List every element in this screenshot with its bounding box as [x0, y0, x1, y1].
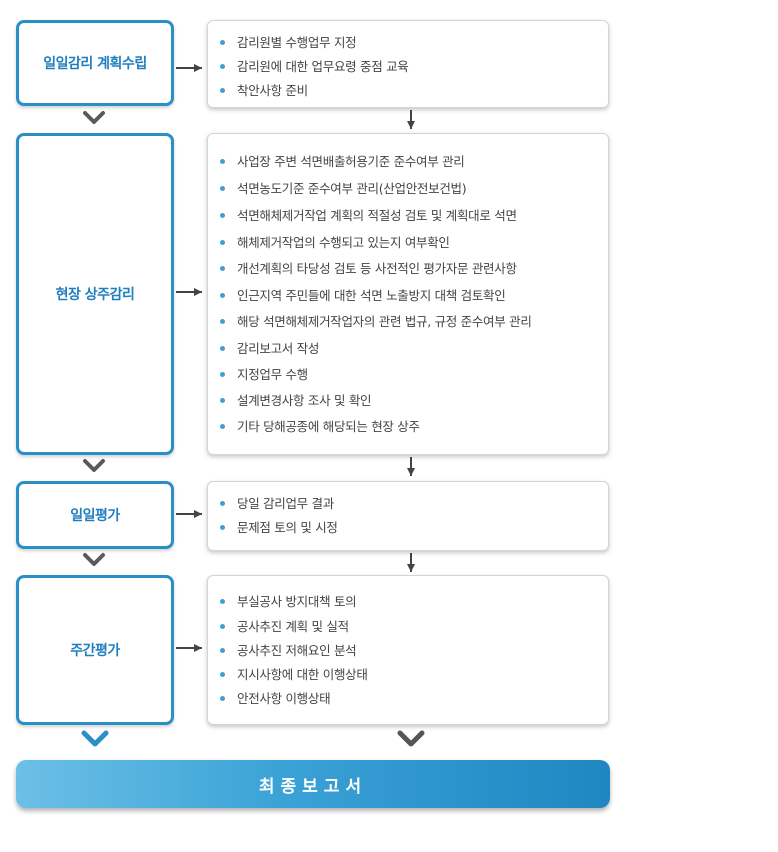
- bullet-icon: [220, 648, 225, 653]
- list-item: 공사추진 저해요인 분석: [220, 643, 357, 659]
- stage-label: 일일감리 계획수립: [43, 56, 147, 72]
- list-item: 석면농도기준 준수여부 관리(산업안전보건법): [220, 181, 467, 197]
- list-item: 사업장 주변 석면배출허용기준 준수여부 관리: [220, 154, 465, 170]
- bullet-icon: [220, 64, 225, 69]
- bullet-icon: [220, 424, 225, 429]
- list-item: 해체제거작업의 수행되고 있는지 여부확인: [220, 235, 450, 251]
- list-item: 착안사항 준비: [220, 83, 308, 99]
- list-item: 안전사항 이행상태: [220, 691, 331, 707]
- bullet-icon: [220, 599, 225, 604]
- bullet-icon: [220, 624, 225, 629]
- stage-box-daily-plan: 일일감리 계획수립: [16, 20, 174, 106]
- bullet-icon: [220, 501, 225, 506]
- list-item: 감리원에 대한 업무요령 중점 교육: [220, 59, 409, 75]
- stage-box-weekly-evaluation: 주간평가: [16, 575, 174, 725]
- list-item: 감리원별 수행업무 지정: [220, 35, 357, 51]
- list-item: 당일 감리업무 결과: [220, 496, 334, 512]
- list-item: 공사추진 계획 및 실적: [220, 619, 349, 635]
- final-report-box: 최종보고서: [16, 760, 610, 808]
- chevron-down-icon: [81, 730, 109, 747]
- bullet-icon: [220, 346, 225, 351]
- stage-label: 현장 상주감리: [55, 287, 135, 303]
- bullet-icon: [220, 213, 225, 218]
- stage-label: 주간평가: [70, 643, 120, 659]
- bullet-icon: [220, 398, 225, 403]
- chevron-down-icon: [83, 553, 105, 566]
- bullet-icon: [220, 672, 225, 677]
- list-item: 기타 당해공종에 해당되는 현장 상주: [220, 419, 420, 435]
- stage-detail-daily-evaluation: 당일 감리업무 결과 문제점 토의 및 시정: [207, 481, 609, 551]
- bullet-icon: [220, 293, 225, 298]
- chevron-down-icon: [83, 459, 105, 472]
- stage-box-onsite-supervision: 현장 상주감리: [16, 133, 174, 455]
- list-item: 부실공사 방지대책 토의: [220, 594, 357, 610]
- bullet-icon: [220, 696, 225, 701]
- bullet-icon: [220, 525, 225, 530]
- stage-detail-daily-plan: 감리원별 수행업무 지정 감리원에 대한 업무요령 중점 교육 착안사항 준비: [207, 20, 609, 108]
- chevron-down-icon: [397, 730, 425, 747]
- stage-box-daily-evaluation: 일일평가: [16, 481, 174, 549]
- list-item: 인근지역 주민들에 대한 석면 노출방지 대책 검토확인: [220, 288, 506, 304]
- final-report-label: 최종보고서: [258, 776, 368, 797]
- list-item: 석면해체제거작업 계획의 적절성 검토 및 계획대로 석면: [220, 208, 517, 224]
- bullet-icon: [220, 186, 225, 191]
- list-item: 문제점 토의 및 시정: [220, 520, 338, 536]
- list-item: 감리보고서 작성: [220, 341, 319, 357]
- stage-detail-onsite-supervision: 사업장 주변 석면배출허용기준 준수여부 관리 석면농도기준 준수여부 관리(산…: [207, 133, 609, 455]
- list-item: 설계변경사항 조사 및 확인: [220, 393, 372, 409]
- bullet-icon: [220, 372, 225, 377]
- bullet-icon: [220, 159, 225, 164]
- list-item: 지정업무 수행: [220, 367, 308, 383]
- stage-label: 일일평가: [70, 508, 120, 524]
- bullet-icon: [220, 240, 225, 245]
- list-item: 개선계획의 타당성 검토 등 사전적인 평가자문 관련사항: [220, 261, 517, 277]
- chevron-down-icon: [83, 111, 105, 124]
- stage-detail-weekly-evaluation: 부실공사 방지대책 토의 공사추진 계획 및 실적 공사추진 저해요인 분석 지…: [207, 575, 609, 725]
- list-item: 해당 석면해체제거작업자의 관련 법규, 규정 준수여부 관리: [220, 314, 532, 330]
- bullet-icon: [220, 40, 225, 45]
- bullet-icon: [220, 88, 225, 93]
- bullet-icon: [220, 266, 225, 271]
- bullet-icon: [220, 319, 225, 324]
- list-item: 지시사항에 대한 이행상태: [220, 667, 368, 683]
